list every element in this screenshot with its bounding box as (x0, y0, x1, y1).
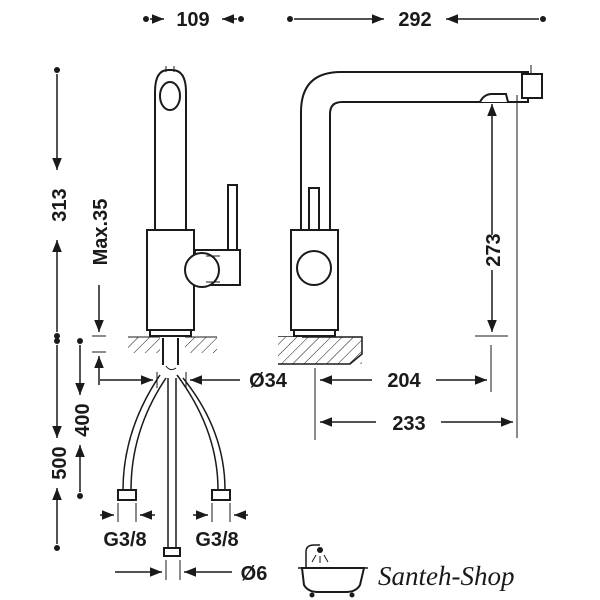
brand-name: Santeh-Shop (378, 561, 514, 591)
dim-400-label: 400 (72, 403, 94, 436)
dim-400: 400 (72, 338, 94, 499)
dim-233: 233 (320, 95, 518, 438)
faucet-side-view (278, 65, 543, 365)
dim-g38-left-label: G3/8 (103, 529, 146, 551)
dim-313-label: 313 (49, 188, 71, 221)
faucet-front-view (128, 66, 241, 353)
dim-292-label: 292 (398, 9, 431, 31)
santeh-shop-logo: Santeh-Shop (298, 544, 514, 598)
dim-233-label: 233 (392, 413, 425, 435)
dim-max35-label: Max.35 (90, 199, 112, 266)
dim-273-label: 273 (483, 233, 505, 266)
dim-g38-right-label: G3/8 (195, 529, 238, 551)
dim-500: 500 (49, 338, 71, 551)
dim-273: 273 (475, 104, 508, 337)
dim-max35: Max.35 (90, 199, 112, 385)
dim-g38: G3/8 G3/8 (100, 503, 248, 551)
dim-204-label: 204 (387, 370, 421, 392)
dim-o34: Ø34 (100, 370, 288, 392)
dim-313: 313 (49, 67, 71, 339)
dim-204: 204 (314, 345, 492, 440)
dim-o6: Ø6 (115, 560, 267, 585)
dim-o34-label: Ø34 (249, 370, 288, 392)
bathtub-icon (298, 544, 368, 598)
dim-292: 292 (287, 9, 546, 31)
dim-o6-label: Ø6 (241, 563, 268, 585)
supply-hoses (117, 338, 231, 557)
dim-109: 109 (143, 9, 244, 31)
dim-500-label: 500 (49, 446, 71, 479)
dim-109-label: 109 (176, 9, 209, 31)
